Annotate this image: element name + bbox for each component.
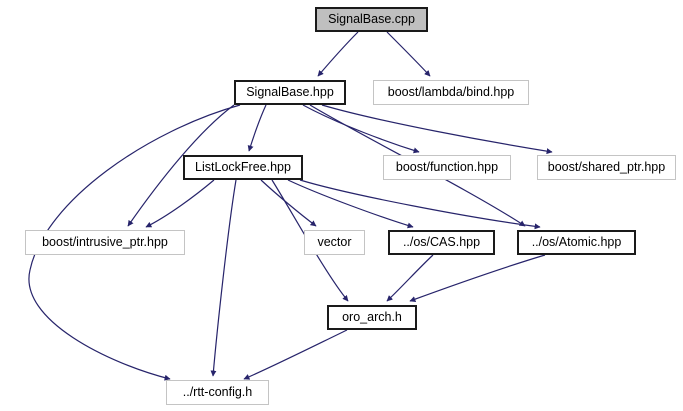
- node-label-boost_lambda_bind_hpp: boost/lambda/bind.hpp: [387, 85, 515, 100]
- node-label-rtt_config_h: ../rtt-config.h: [182, 385, 253, 400]
- node-listlockfree_hpp[interactable]: ListLockFree.hpp: [183, 155, 303, 180]
- node-label-boost_shared_ptr_hpp: boost/shared_ptr.hpp: [547, 160, 666, 175]
- node-boost_shared_ptr_hpp[interactable]: boost/shared_ptr.hpp: [537, 155, 676, 180]
- node-os_cas_hpp[interactable]: ../os/CAS.hpp: [388, 230, 495, 255]
- edge-signalbase_cpp-to-boost_lambda_bind_hpp: [386, 31, 431, 77]
- edge-signalbase_hpp-to-listlockfree_hpp: [247, 104, 267, 152]
- node-label-boost_function_hpp: boost/function.hpp: [395, 160, 499, 175]
- edge-listlockfree_hpp-to-rtt_config_h: [210, 179, 237, 377]
- node-boost_function_hpp[interactable]: boost/function.hpp: [383, 155, 511, 180]
- node-label-oro_arch_h: oro_arch.h: [342, 310, 402, 325]
- edge-signalbase_hpp-to-boost_function_hpp: [302, 104, 420, 154]
- node-boost_lambda_bind_hpp[interactable]: boost/lambda/bind.hpp: [373, 80, 529, 105]
- edge-os_cas_hpp-to-oro_arch_h: [386, 254, 434, 302]
- node-label-boost_intrusive_ptr_hpp: boost/intrusive_ptr.hpp: [42, 235, 168, 250]
- node-label-os_cas_hpp: ../os/CAS.hpp: [402, 235, 481, 250]
- node-label-os_atomic_hpp: ../os/Atomic.hpp: [531, 235, 622, 250]
- node-label-signalbase_hpp: SignalBase.hpp: [246, 85, 334, 100]
- edge-oro_arch_h-to-rtt_config_h: [243, 329, 348, 380]
- node-rtt_config_h[interactable]: ../rtt-config.h: [166, 380, 269, 405]
- edge-listlockfree_hpp-to-os_cas_hpp: [287, 179, 414, 229]
- node-os_atomic_hpp[interactable]: ../os/Atomic.hpp: [517, 230, 636, 255]
- edge-signalbase_cpp-to-signalbase_hpp: [317, 31, 359, 77]
- node-label-vector: vector: [317, 235, 352, 250]
- node-signalbase_cpp: SignalBase.cpp: [315, 7, 428, 32]
- edge-listlockfree_hpp-to-boost_intrusive_ptr_hpp: [145, 179, 215, 228]
- node-label-signalbase_cpp: SignalBase.cpp: [328, 12, 415, 27]
- node-oro_arch_h[interactable]: oro_arch.h: [327, 305, 417, 330]
- edge-signalbase_hpp-to-boost_shared_ptr_hpp: [321, 104, 553, 155]
- edge-listlockfree_hpp-to-vector: [260, 179, 317, 227]
- node-label-listlockfree_hpp: ListLockFree.hpp: [195, 160, 291, 175]
- node-signalbase_hpp[interactable]: SignalBase.hpp: [234, 80, 346, 105]
- edge-listlockfree_hpp-to-os_atomic_hpp: [299, 179, 541, 230]
- node-vector[interactable]: vector: [304, 230, 365, 255]
- edge-os_atomic_hpp-to-oro_arch_h: [409, 254, 546, 302]
- node-boost_intrusive_ptr_hpp[interactable]: boost/intrusive_ptr.hpp: [25, 230, 185, 255]
